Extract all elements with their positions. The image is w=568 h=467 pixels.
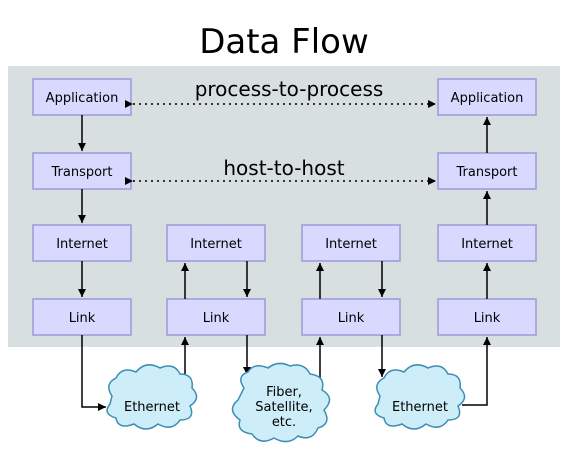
diagram-title: Data Flow [199,22,369,62]
fiber-cloud-label-line1: Fiber, [266,385,302,400]
router2-link-box [301,298,401,336]
left-internet-label: Internet [56,237,108,252]
left-application-label: Application [46,91,119,106]
left-ethernet-cloud [106,364,198,430]
router2-internet-label: Internet [325,237,377,252]
fiber-cloud-label-line2: Satellite, [255,400,312,415]
left-application-box [32,78,132,116]
right-application-label: Application [451,91,524,106]
left-internet-box [32,224,132,262]
router1-internet-box [166,224,266,262]
router2-link-label: Link [338,311,365,326]
right-internet-label: Internet [461,237,513,252]
wire-ethernet-to-right-link [462,337,491,406]
wire-left-link-to-ethernet [81,335,106,411]
host-to-host-label: host-to-host [223,156,344,180]
router2-internet-box [301,224,401,262]
right-transport-box [437,152,537,190]
router1-link-label: Link [203,311,230,326]
right-link-box [437,298,537,336]
right-link-label: Link [474,311,501,326]
right-application-box [437,78,537,116]
left-link-label: Link [69,311,96,326]
fiber-cloud-label-line3: etc. [272,415,296,430]
left-cloud-label: Ethernet [124,400,180,415]
right-cloud-label: Ethernet [392,400,448,415]
right-ethernet-cloud [374,364,466,430]
left-transport-label: Transport [50,165,112,180]
fiber-satellite-cloud [231,362,331,443]
left-transport-box [32,152,132,190]
router1-internet-label: Internet [190,237,242,252]
right-internet-box [437,224,537,262]
router1-link-box [166,298,266,336]
right-transport-label: Transport [455,165,517,180]
process-to-process-label: process-to-process [195,77,384,101]
